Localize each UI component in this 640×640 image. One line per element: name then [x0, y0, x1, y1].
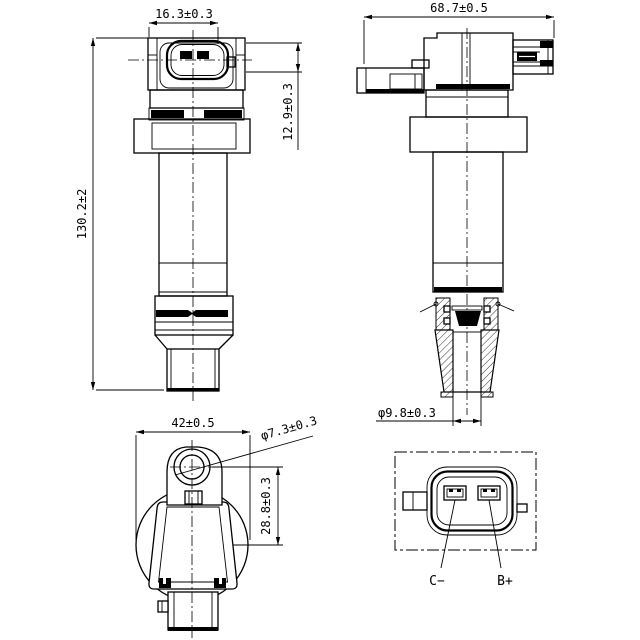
side-connector: [512, 39, 554, 75]
dim-hole-to-center: 28.8±0.3: [170, 466, 283, 546]
connector-detail-view: C− B+: [394, 451, 537, 589]
dim-bore-diameter: φ9.8±0.3: [376, 397, 482, 426]
front-skirt: [148, 89, 245, 121]
side-boot-section: [419, 297, 515, 398]
dim-text-overall-length: 68.7±0.5: [430, 1, 488, 15]
dim-text-hole-to-center: 28.8±0.3: [259, 477, 273, 535]
leader-b-terminal: [488, 499, 502, 569]
connector-key-tab: [226, 56, 236, 68]
dim-text-bore-diameter: φ9.8±0.3: [378, 406, 436, 420]
contact-spring: [455, 311, 481, 326]
dim-text-body-diameter: 42±0.5: [171, 416, 214, 430]
pin-slot-left: [180, 51, 192, 59]
side-mounting-bracket: [356, 59, 430, 94]
front-view: 16.3±0.3 130.2±2 12.9±0.3: [75, 7, 302, 401]
top-connector: [157, 591, 219, 631]
dim-text-overall-height: 130.2±2: [75, 189, 89, 240]
dim-overall-length: 68.7±0.5: [363, 1, 555, 64]
side-body: [409, 89, 528, 293]
dim-head-height: 12.9±0.3: [246, 42, 302, 150]
dim-text-connector-width: 16.3±0.3: [155, 7, 213, 21]
detail-side-tab-left: [402, 491, 428, 511]
dim-connector-width: 16.3±0.3: [148, 7, 219, 44]
o-ring-left: [156, 310, 188, 317]
terminal-label-c: C−: [429, 574, 445, 589]
detail-side-tab-right: [516, 503, 528, 513]
top-mounting-ear: [166, 446, 223, 506]
dim-overall-height: 130.2±2: [75, 37, 164, 391]
side-view: 68.7±0.5 φ9.8±0.3: [356, 1, 555, 426]
phantom-boundary: [394, 451, 537, 551]
pin-slot-right: [197, 51, 209, 59]
ear-tab: [184, 490, 203, 505]
terminal-label-b: B+: [497, 574, 513, 589]
o-ring-right: [196, 310, 228, 317]
leader-c-terminal: [440, 499, 456, 569]
dim-body-diameter: 42±0.5: [135, 416, 251, 540]
dim-text-head-height: 12.9±0.3: [281, 83, 295, 141]
top-shroud: [148, 501, 238, 590]
latch-tab: [157, 600, 169, 613]
